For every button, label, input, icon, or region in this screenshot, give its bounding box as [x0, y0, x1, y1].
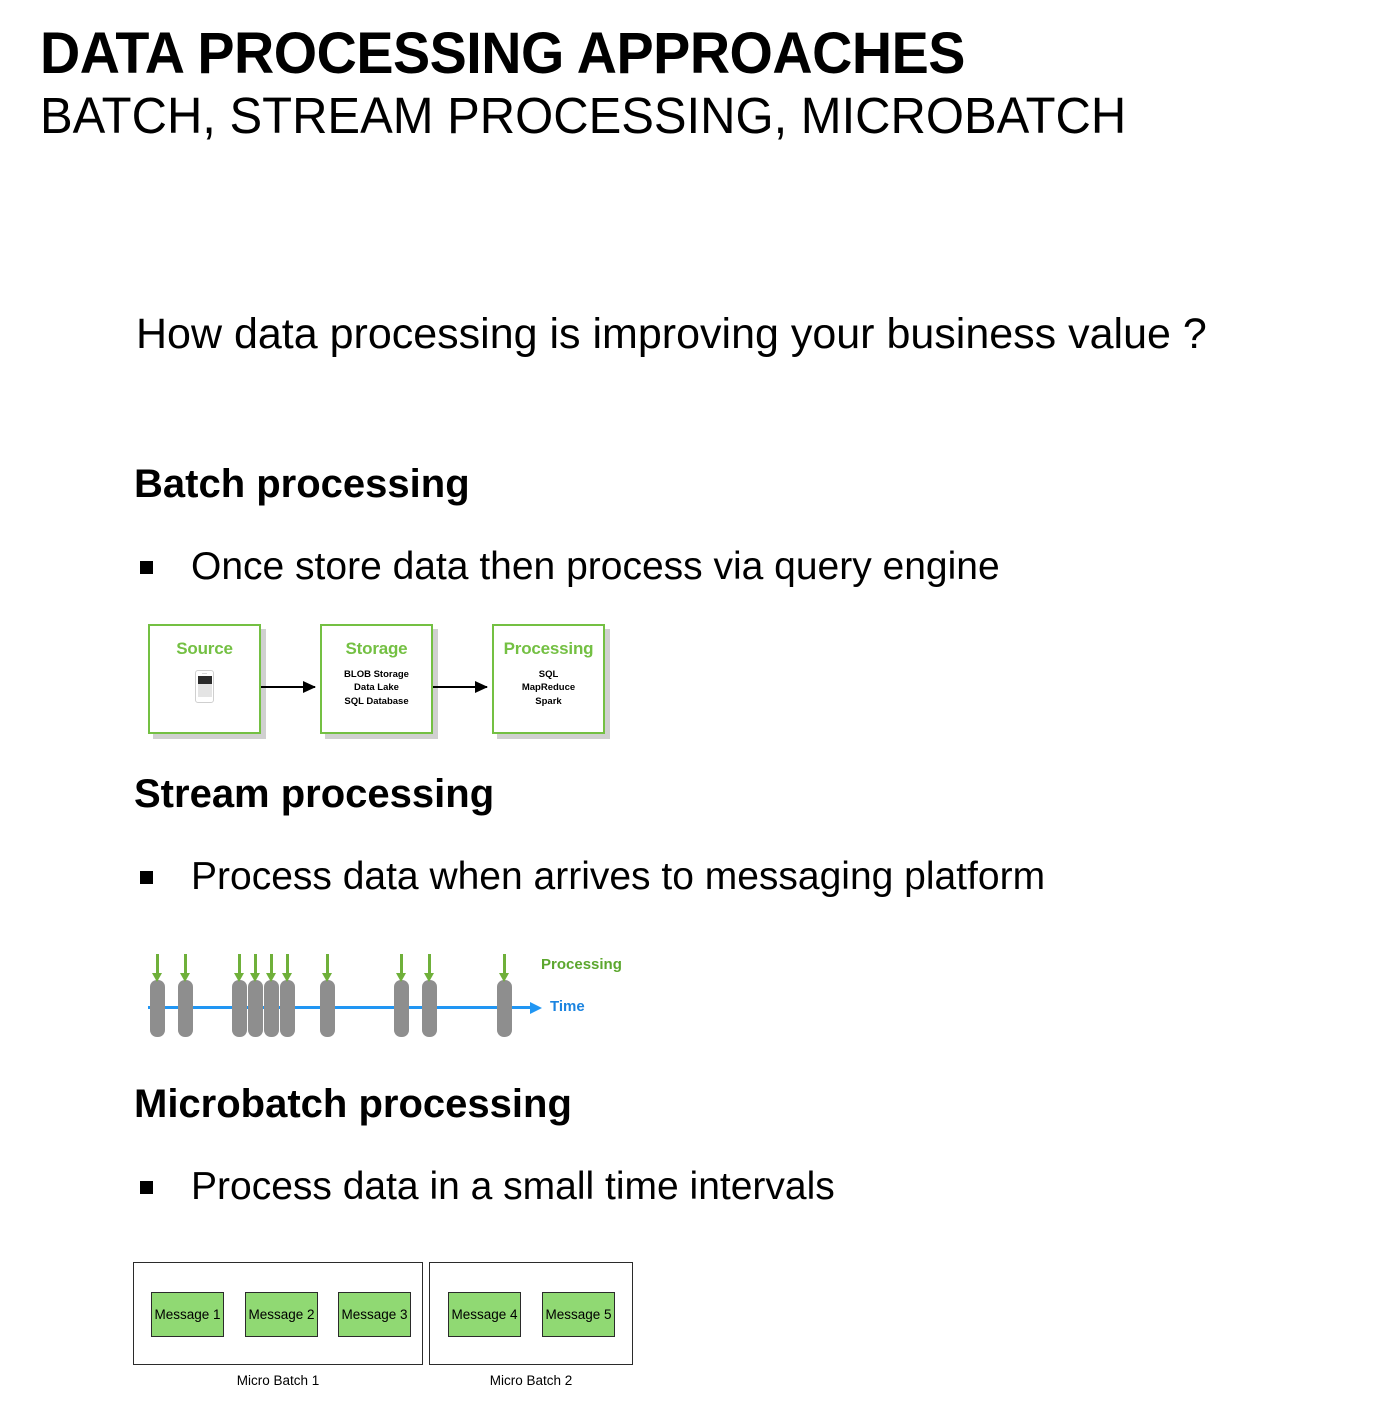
message-box: Message 3	[338, 1292, 411, 1337]
stream-event-bar	[248, 980, 263, 1037]
stream-event-arrow-icon	[396, 954, 406, 982]
stream-event-arrow-icon	[499, 954, 509, 982]
stream-event-bar	[280, 980, 295, 1037]
stream-event-arrow-icon	[250, 954, 260, 982]
stream-processing-diagram: Processing Time	[140, 948, 622, 1048]
title-block: DATA PROCESSING APPROACHES BATCH, STREAM…	[40, 21, 1360, 144]
stream-event-bar	[150, 980, 165, 1037]
micro-batch-container: Message 4 Message 5	[429, 1262, 633, 1365]
bullet-square-icon	[140, 1180, 153, 1194]
time-label: Time	[550, 998, 585, 1015]
stream-event-bar	[422, 980, 437, 1037]
message-box: Message 2	[245, 1292, 318, 1337]
stream-event-bar	[264, 980, 279, 1037]
bullet-stream: Process data when arrives to messaging p…	[140, 855, 1045, 899]
stream-event-arrow-icon	[152, 954, 162, 982]
stream-event-bar	[394, 980, 409, 1037]
flow-box-storage-title: Storage	[345, 639, 408, 658]
stream-event-arrow-icon	[322, 954, 332, 982]
processing-label: Processing	[541, 956, 622, 973]
flow-box-source: Source	[148, 624, 261, 734]
micro-batch-container: Message 1 Message 2 Message 3	[133, 1262, 423, 1365]
microbatch-processing-diagram: Message 1 Message 2 Message 3 Micro Batch 1…	[133, 1262, 643, 1402]
stream-event-bar	[178, 980, 193, 1037]
message-box: Message 1	[151, 1292, 224, 1337]
flow-box-storage: Storage BLOB Storage Data Lake SQL Datab…	[320, 624, 433, 734]
stream-event-arrow-icon	[424, 954, 434, 982]
section-heading-batch: Batch processing	[134, 462, 470, 506]
flow-box-processing: Processing SQL MapReduce Spark	[492, 624, 605, 734]
bullet-stream-text: Process data when arrives to messaging p…	[191, 855, 1046, 898]
flow-arrow-1	[261, 680, 316, 693]
micro-batch-caption: Micro Batch 2	[489, 1373, 573, 1388]
page-title: DATA PROCESSING APPROACHES	[40, 21, 965, 86]
flow-arrow-2	[433, 680, 488, 693]
stream-event-arrow-icon	[266, 954, 276, 982]
stream-event-arrow-icon	[282, 954, 292, 982]
bullet-square-icon	[140, 560, 153, 574]
flow-box-processing-lines: SQL MapReduce Spark	[521, 669, 576, 707]
micro-batch-caption: Micro Batch 1	[236, 1373, 320, 1388]
stream-event-bar	[497, 980, 512, 1037]
bullet-batch-text: Once store data then process via query e…	[191, 545, 1000, 588]
smartphone-icon	[195, 670, 214, 703]
bullet-square-icon	[140, 870, 153, 884]
flow-box-storage-lines: BLOB Storage Data Lake SQL Database	[344, 669, 409, 707]
bullet-microbatch: Process data in a small time intervals	[140, 1165, 835, 1209]
bullet-batch: Once store data then process via query e…	[140, 545, 1000, 589]
stream-event-arrow-icon	[234, 954, 244, 982]
section-heading-stream: Stream processing	[134, 772, 495, 816]
stream-event-bar	[320, 980, 335, 1037]
batch-processing-diagram: Source Storage BLOB Storage Data Lake SQ…	[148, 622, 608, 748]
message-box: Message 4	[448, 1292, 521, 1337]
stream-event-arrow-icon	[180, 954, 190, 982]
flow-box-processing-title: Processing	[503, 639, 594, 658]
message-box: Message 5	[542, 1292, 615, 1337]
page-subtitle: BATCH, STREAM PROCESSING, MICROBATCH	[40, 86, 1127, 144]
bullet-microbatch-text: Process data in a small time intervals	[191, 1165, 835, 1208]
section-heading-microbatch: Microbatch processing	[134, 1082, 572, 1126]
stream-event-bar	[232, 980, 247, 1037]
time-axis-arrow	[148, 1001, 542, 1014]
flow-box-source-title: Source	[176, 639, 233, 658]
lead-question: How data processing is improving your bu…	[136, 310, 1207, 358]
